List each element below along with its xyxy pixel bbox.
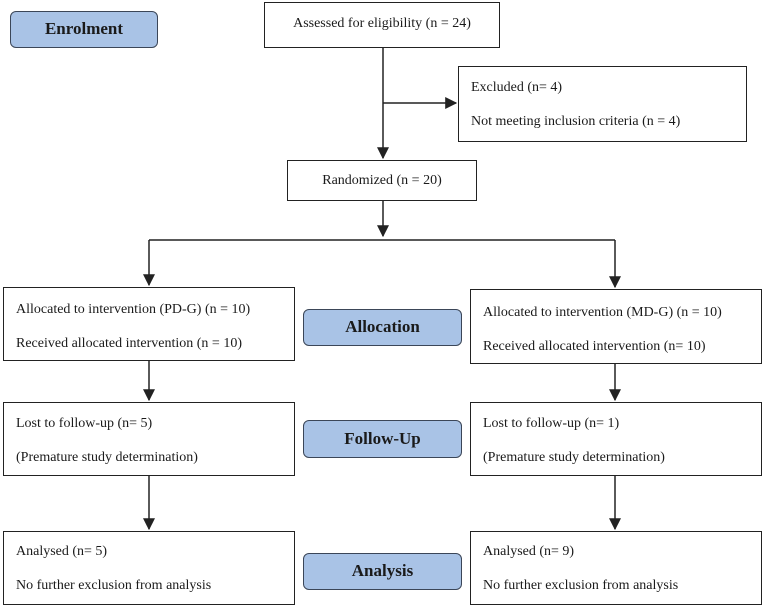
left-analysis-line1: Analysed (n= 5): [16, 544, 108, 559]
excluded-box: Excluded (n= 4) Not meeting inclusion cr…: [458, 66, 747, 142]
stage-followup: Follow-Up: [303, 420, 462, 458]
right-allocation-box: Allocated to intervention (MD-G) (n = 10…: [470, 289, 762, 364]
stage-followup-label: Follow-Up: [344, 429, 421, 448]
left-allocation-line2: Received allocated intervention (n = 10): [16, 336, 242, 351]
left-followup-line2: (Premature study determination): [16, 450, 198, 465]
right-analysis-line1: Analysed (n= 9): [483, 544, 575, 559]
left-allocation-line1: Allocated to intervention (PD-G) (n = 10…: [16, 302, 251, 317]
assessed-text: Assessed for eligibility (n = 24): [293, 16, 471, 31]
right-analysis-line2: No further exclusion from analysis: [483, 578, 679, 593]
right-followup-box: Lost to follow-up (n= 1) (Premature stud…: [470, 402, 762, 476]
left-followup-box: Lost to follow-up (n= 5) (Premature stud…: [3, 402, 295, 476]
excluded-reason: Not meeting inclusion criteria (n = 4): [471, 114, 681, 129]
right-allocation-line1: Allocated to intervention (MD-G) (n = 10…: [483, 305, 722, 320]
left-analysis-line2: No further exclusion from analysis: [16, 578, 212, 593]
stage-enrolment-label: Enrolment: [44, 19, 124, 38]
right-followup-line2: (Premature study determination): [483, 450, 665, 465]
stage-enrolment: Enrolment: [10, 11, 158, 48]
stage-analysis-label: Analysis: [351, 561, 414, 580]
left-followup-line1: Lost to follow-up (n= 5): [16, 416, 153, 431]
right-allocation-line2: Received allocated intervention (n= 10): [483, 339, 706, 354]
right-followup-line1: Lost to follow-up (n= 1): [483, 416, 620, 431]
randomized-text: Randomized (n = 20): [322, 173, 442, 188]
randomized-box: Randomized (n = 20): [287, 160, 477, 201]
left-allocation-box: Allocated to intervention (PD-G) (n = 10…: [3, 287, 295, 361]
stage-allocation-label: Allocation: [345, 317, 420, 336]
assessed-box: Assessed for eligibility (n = 24): [264, 2, 500, 48]
stage-analysis: Analysis: [303, 553, 462, 590]
stage-allocation: Allocation: [303, 309, 462, 346]
right-analysis-box: Analysed (n= 9) No further exclusion fro…: [470, 531, 762, 605]
excluded-count: Excluded (n= 4): [471, 80, 563, 95]
left-analysis-box: Analysed (n= 5) No further exclusion fro…: [3, 531, 295, 605]
